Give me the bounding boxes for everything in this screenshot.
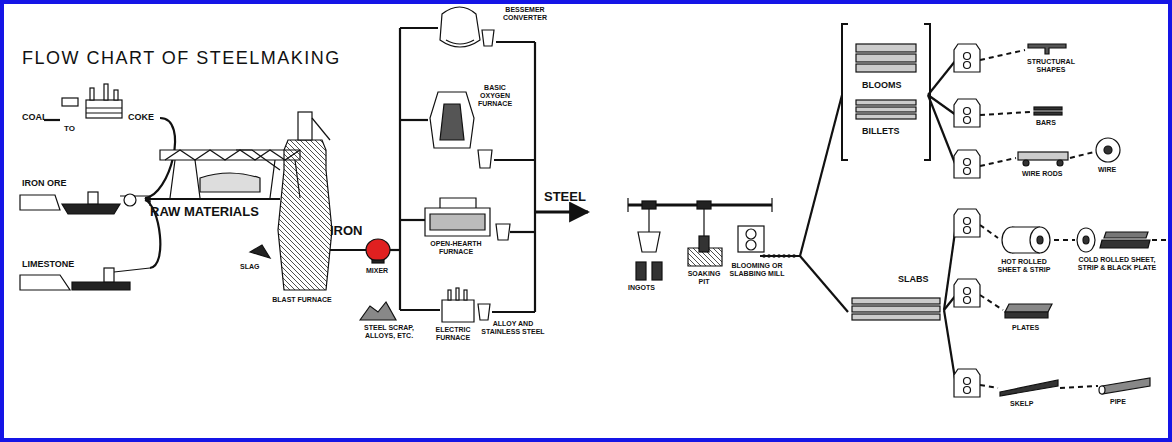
caption-label: COLD ROLLED SHEET, STRIP & BLACK PLATE [1074, 256, 1160, 272]
rolling-stand [954, 44, 980, 72]
caption-label: WIRE RODS [1022, 170, 1062, 178]
chart-title: FLOW CHART OF STEELMAKING [22, 48, 341, 69]
caption-label: STEEL [544, 190, 586, 205]
caption-label: RAW MATERIALS [150, 205, 259, 220]
rolling-stand [954, 209, 980, 237]
caption-label: PIPE [1110, 398, 1126, 406]
rolling-stands [954, 44, 980, 397]
rolling-stand [954, 279, 980, 307]
caption-label: BLOOMING OR SLABBING MILL [724, 262, 790, 278]
rolling-stand [954, 369, 980, 397]
caption-label: COKE [128, 112, 154, 122]
flow-lines [44, 28, 956, 385]
caption-label: BLAST FURNACE [270, 296, 334, 304]
caption-label: BARS [1036, 119, 1056, 127]
rolling-stand [954, 150, 980, 178]
caption-label: PLATES [1012, 324, 1039, 332]
caption-label: BLOOMS [862, 80, 902, 90]
caption-label: SLABS [898, 274, 929, 284]
caption-label: ALLOY AND STAINLESS STEEL [478, 320, 548, 336]
caption-label: SKELP [1010, 400, 1033, 408]
equipment-drawings [20, 7, 1150, 396]
rolling-stand [954, 99, 980, 127]
caption-label: BILLETS [862, 126, 900, 136]
caption-label: ELECTRIC FURNACE [430, 326, 476, 342]
caption-label: WIRE [1098, 166, 1116, 174]
caption-label: IRON [330, 224, 363, 239]
caption-label: BASIC OXYGEN FURNACE [470, 84, 520, 108]
caption-label: MIXER [366, 267, 388, 275]
caption-label: STEEL SCRAP, ALLOYS, ETC. [352, 324, 426, 340]
caption-label: INGOTS [628, 284, 655, 292]
caption-label: TO [64, 124, 75, 133]
caption-label: COAL [22, 112, 48, 122]
caption-label: LIMESTONE [22, 259, 74, 269]
caption-label: SOAKING PIT [684, 270, 724, 286]
caption-label: IRON ORE [22, 178, 67, 188]
product-dashes [980, 50, 1168, 388]
caption-label: HOT ROLLED SHEET & STRIP [992, 258, 1056, 274]
caption-label: SLAG [240, 263, 259, 271]
caption-label: BESSEMER CONVERTER [494, 6, 556, 22]
roller-table [762, 254, 796, 258]
caption-label: STRUCTURAL SHAPES [1018, 58, 1084, 74]
caption-label: OPEN-HEARTH FURNACE [420, 240, 492, 256]
